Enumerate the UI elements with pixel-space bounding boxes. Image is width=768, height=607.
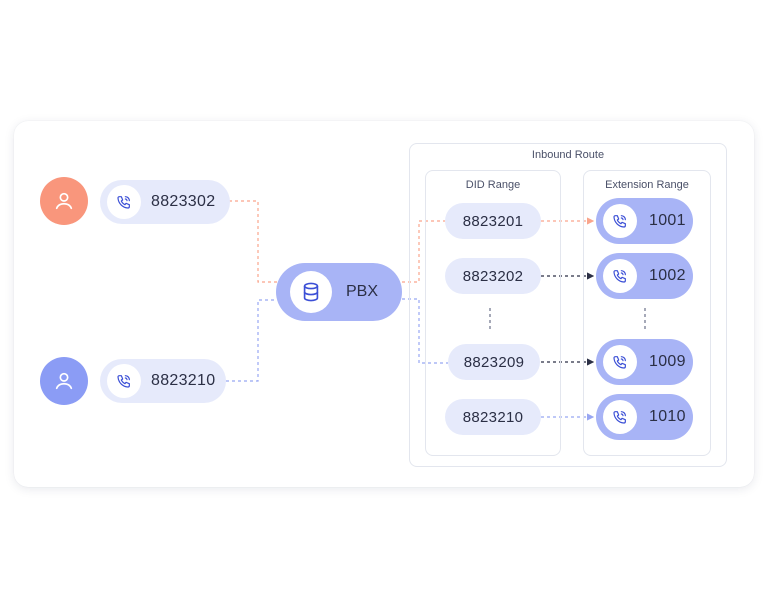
phone-icon (107, 185, 141, 219)
database-icon (290, 271, 332, 313)
caller-b-number-pill: 8823210 (100, 359, 226, 403)
caller-a-number-pill: 8823302 (100, 180, 230, 224)
caller-a-number: 8823302 (151, 193, 216, 210)
user-icon (55, 372, 73, 390)
extension-number: 1010 (649, 408, 686, 425)
caller-b-number: 8823210 (151, 372, 216, 389)
extension-item-1: 1001 (596, 198, 693, 244)
extension-item-4: 1010 (596, 394, 693, 440)
user-icon (55, 192, 73, 210)
did-item-4: 8823210 (445, 399, 541, 435)
did-item-3: 8823209 (448, 344, 540, 380)
did-range-title: DID Range (465, 179, 521, 191)
inbound-route-title: Inbound Route (531, 149, 605, 161)
phone-icon (603, 345, 637, 379)
caller-a-avatar (40, 177, 88, 225)
inbound-route-box: Inbound Route (409, 143, 727, 467)
extension-item-3: 1009 (596, 339, 693, 385)
extension-range-title: Extension Range (605, 179, 689, 191)
extension-item-2: 1002 (596, 253, 693, 299)
phone-icon (603, 204, 637, 238)
extension-number: 1001 (649, 212, 686, 229)
did-item-1: 8823201 (445, 203, 541, 239)
did-item-2: 8823202 (445, 258, 541, 294)
pbx-label: PBX (346, 283, 379, 300)
phone-icon (107, 364, 141, 398)
caller-b-avatar (40, 357, 88, 405)
did-range-box: DID Range (425, 170, 561, 456)
extension-number: 1002 (649, 267, 686, 284)
phone-icon (603, 259, 637, 293)
pbx-node: PBX (276, 263, 402, 321)
phone-icon (603, 400, 637, 434)
extension-range-box: Extension Range (583, 170, 711, 456)
extension-number: 1009 (649, 353, 686, 370)
